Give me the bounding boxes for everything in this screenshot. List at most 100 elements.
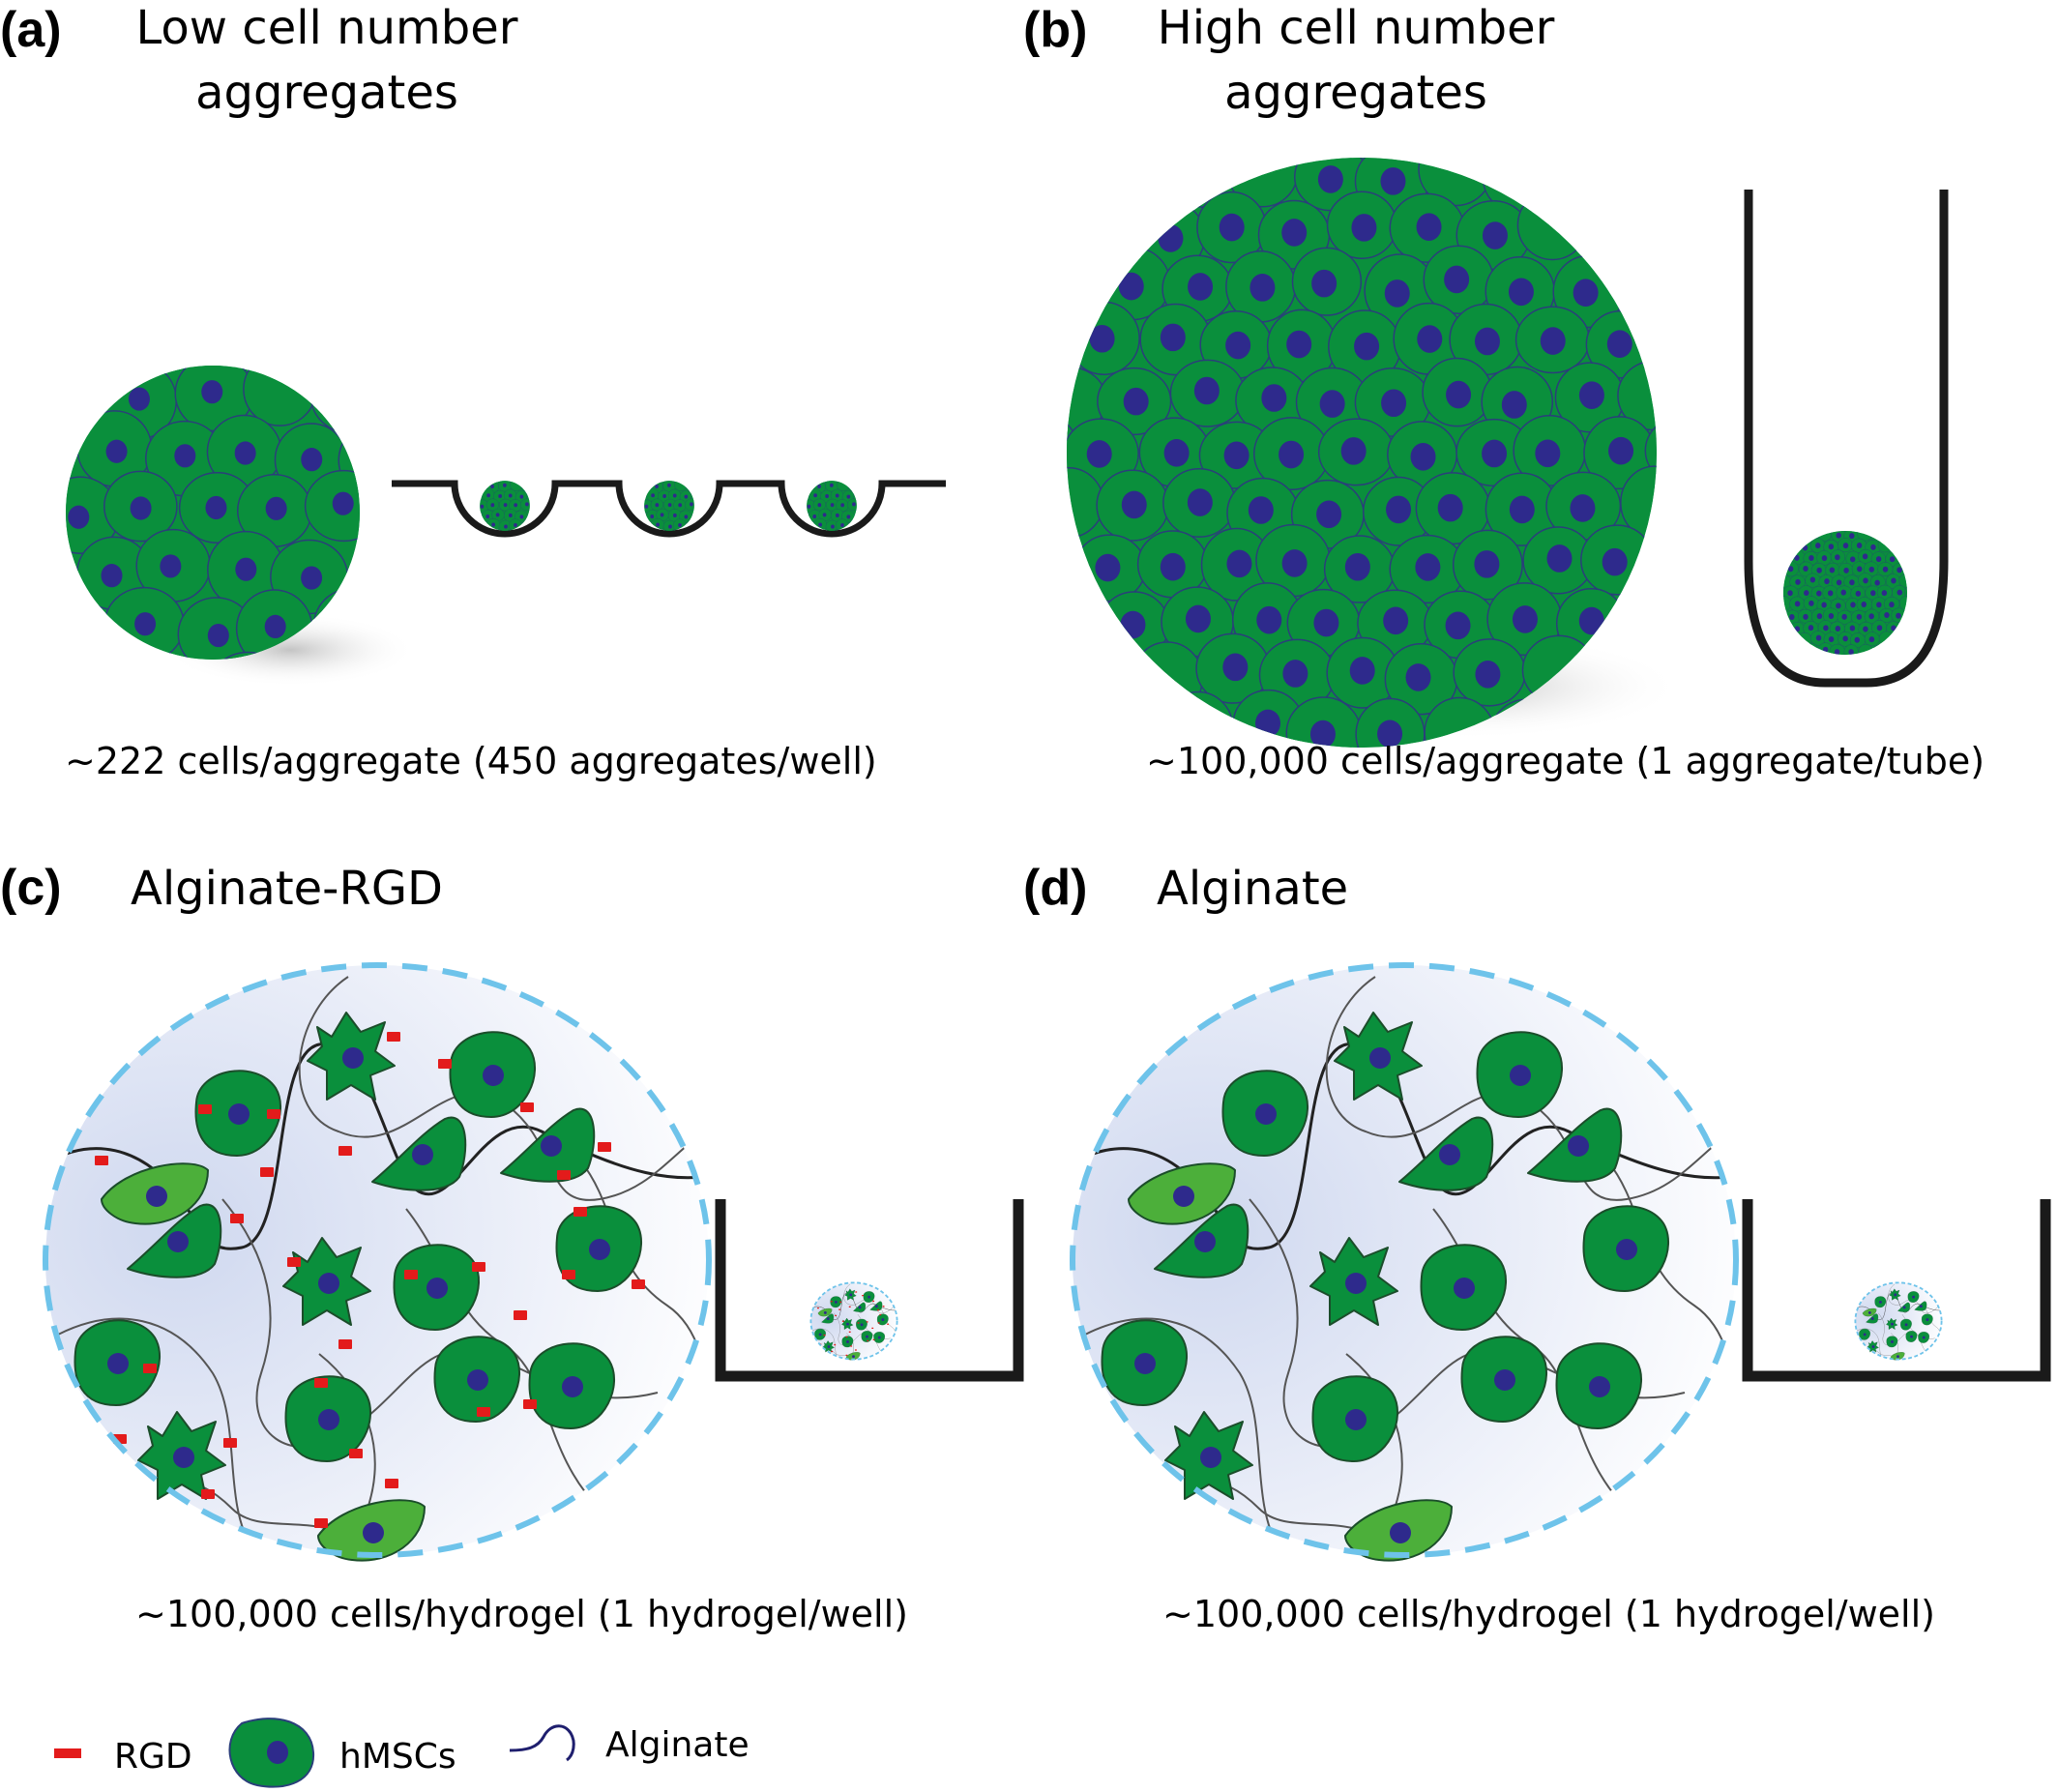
- cell-nucleus: [1281, 219, 1308, 247]
- cell-nucleus: [1354, 332, 1380, 361]
- panel-c: (c) Alginate-RGD ~100,000 cells/hydrogel…: [0, 860, 1024, 1635]
- cell-nucleus: [1454, 1278, 1475, 1299]
- cell-nucleus: [1570, 494, 1596, 522]
- cell-nucleus: [332, 491, 354, 515]
- aggregate-cell: [1132, 641, 1204, 715]
- nucleus-legend-icon: [267, 1741, 288, 1764]
- rgd-site: [514, 1310, 527, 1320]
- microwell-plate: [392, 480, 946, 538]
- rgd-site: [314, 1518, 328, 1528]
- cell-nucleus: [1163, 439, 1190, 467]
- cell-nucleus: [1512, 605, 1538, 633]
- rgd-site: [404, 1270, 418, 1279]
- cell-nucleus: [1535, 439, 1561, 468]
- cell-nucleus: [107, 1353, 129, 1374]
- cell-nucleus: [1089, 324, 1115, 353]
- cell-nucleus: [235, 557, 257, 581]
- cell-nucleus: [1602, 547, 1628, 576]
- rgd-site: [201, 1489, 215, 1499]
- cell-nucleus: [1340, 437, 1367, 465]
- cell-nucleus: [589, 1239, 610, 1260]
- cell-nucleus: [1118, 272, 1144, 301]
- cell-nucleus: [1540, 327, 1566, 355]
- rgd-bonds: [95, 1032, 645, 1528]
- rgd-site: [198, 1104, 212, 1114]
- cell-nucleus: [167, 1231, 189, 1252]
- cell-nucleus: [1415, 553, 1441, 581]
- cell-nucleus: [1200, 1447, 1221, 1468]
- cell-nucleus: [264, 614, 286, 638]
- large-aggregate: [1067, 158, 1657, 748]
- cell-nucleus: [146, 1186, 167, 1207]
- cell-nucleus: [228, 1103, 250, 1125]
- cell-nucleus: [1482, 439, 1508, 468]
- cell-nucleus: [1316, 500, 1342, 529]
- cell-nucleus: [467, 1369, 488, 1391]
- cell-nucleus: [1568, 1135, 1589, 1157]
- panel-b-caption: ~100,000 cells/aggregate (1 aggregate/tu…: [1146, 740, 1984, 782]
- cell-nucleus: [1439, 1144, 1460, 1165]
- cell-nucleus: [1255, 1103, 1277, 1125]
- cell-nucleus: [1606, 330, 1632, 358]
- cell-nucleus: [318, 1409, 339, 1430]
- cell-nucleus: [1578, 606, 1604, 635]
- aggregate-cell: [1516, 190, 1588, 261]
- cell-nucleus: [1546, 544, 1573, 573]
- cell-nucleus: [1573, 279, 1599, 308]
- cell-nucleus: [1381, 389, 1407, 418]
- cell-nucleus: [134, 612, 157, 636]
- cell-nucleus: [1188, 273, 1214, 301]
- legend-alginate-label: Alginate: [605, 1725, 750, 1765]
- cell-nucleus: [1086, 440, 1112, 468]
- cell-nucleus: [173, 1447, 194, 1468]
- cell-nucleus: [1474, 327, 1500, 356]
- panel-b-letter: (b): [1023, 2, 1087, 58]
- cell-nucleus: [174, 444, 196, 468]
- cell-nucleus: [1311, 269, 1338, 298]
- rgd-site: [477, 1407, 490, 1417]
- panel-a-letter: (a): [0, 2, 62, 58]
- cell-nucleus: [1351, 214, 1377, 242]
- culture-well-d: [1742, 1199, 2051, 1382]
- cell-nucleus: [207, 623, 229, 648]
- cell-nucleus: [68, 505, 90, 529]
- rgd-site: [230, 1214, 244, 1223]
- aggregate-cell: [1644, 416, 1657, 485]
- cell-nucleus: [130, 496, 152, 520]
- hydrogel-rgd-cells: [74, 1012, 642, 1562]
- cell-nucleus: [265, 496, 287, 520]
- cell-nucleus: [1616, 1239, 1637, 1260]
- cell-nucleus: [1608, 436, 1634, 465]
- cell-nucleus: [426, 1278, 448, 1299]
- alginate-fiber: [1084, 1317, 1279, 1548]
- mini-hydrogel-rgd: [809, 1281, 898, 1361]
- cell-nucleus: [201, 380, 223, 404]
- cell-nucleus: [1248, 496, 1274, 524]
- cell-nucleus: [1405, 663, 1431, 691]
- cell-nucleus: [1187, 488, 1213, 516]
- cell-nucleus: [1223, 441, 1250, 470]
- rgd-site: [338, 1146, 352, 1156]
- cell-nucleus: [105, 439, 128, 463]
- cell-nucleus: [1384, 279, 1410, 308]
- hydrogel-alginate-cells: [1101, 1012, 1669, 1562]
- cell-nucleus: [1475, 661, 1501, 689]
- cell-nucleus: [342, 1047, 364, 1069]
- cell-nucleus: [1193, 376, 1220, 405]
- cell-nucleus: [1509, 495, 1535, 524]
- rgd-site: [472, 1262, 485, 1272]
- cell-nucleus: [1095, 553, 1121, 582]
- panel-a-title-line1: Low cell number: [136, 1, 518, 55]
- cell-nucleus: [1309, 720, 1336, 748]
- cell-nucleus: [363, 1522, 384, 1543]
- cell-nucleus: [160, 554, 182, 578]
- alginate-fiber: [57, 1317, 252, 1548]
- cell-nucleus: [101, 564, 123, 588]
- cell-nucleus: [1120, 610, 1146, 639]
- legend: RGD hMSCs Alginate: [54, 1718, 750, 1788]
- aggregate-cell: [309, 366, 360, 434]
- cell-nucleus: [1250, 274, 1276, 302]
- legend-cells-label: hMSCs: [339, 1737, 456, 1777]
- cell-nucleus: [1279, 440, 1305, 469]
